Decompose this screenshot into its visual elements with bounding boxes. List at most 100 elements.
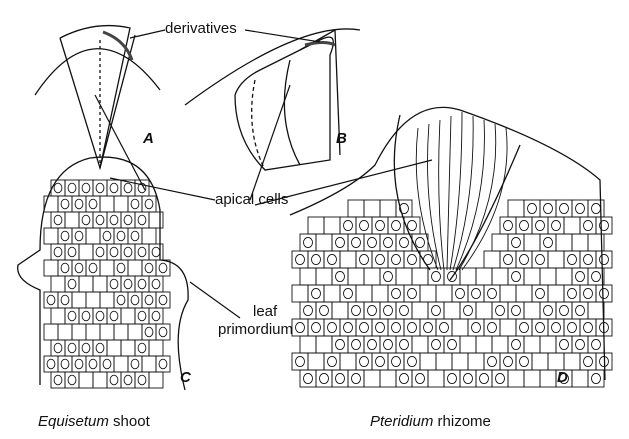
cell: [92, 179, 108, 197]
cell: [435, 352, 453, 371]
cell: [127, 355, 143, 373]
cell: [148, 243, 164, 261]
cell: [395, 233, 413, 252]
cell-nucleus: [116, 262, 126, 274]
cell-nucleus: [109, 182, 119, 194]
cell-nucleus: [599, 287, 609, 300]
cell: [347, 369, 365, 388]
cell: [371, 250, 389, 269]
cell-nucleus: [519, 253, 529, 266]
cell: [106, 339, 122, 357]
cell-nucleus: [116, 294, 126, 306]
cell: [307, 318, 325, 337]
cell: [387, 352, 405, 371]
cell: [579, 352, 597, 371]
cell-nucleus: [335, 270, 345, 283]
cell: [331, 267, 349, 286]
cell: [347, 233, 365, 252]
cell: [127, 195, 143, 213]
cell: [491, 369, 509, 388]
cell-nucleus: [151, 246, 161, 258]
cell-nucleus: [60, 198, 70, 210]
cell: [499, 284, 517, 303]
cell-nucleus: [95, 246, 105, 258]
cell-nucleus: [535, 253, 545, 266]
cell-nucleus: [295, 355, 305, 368]
cell: [64, 339, 80, 357]
cell-nucleus: [67, 374, 77, 386]
cell-nucleus: [423, 321, 433, 334]
cell-nucleus: [567, 321, 577, 334]
cell-nucleus: [559, 202, 569, 215]
cell-nucleus: [535, 287, 545, 300]
cell: [547, 352, 565, 371]
cell: [555, 233, 573, 252]
cell: [78, 339, 94, 357]
cell: [127, 227, 143, 245]
cell-nucleus: [591, 338, 601, 351]
cell-nucleus: [367, 304, 377, 317]
cell: [127, 259, 143, 277]
cell: [379, 267, 397, 286]
cell: [491, 301, 509, 320]
cell: [291, 352, 309, 371]
cell: [451, 284, 469, 303]
cell-nucleus: [511, 304, 521, 317]
cell: [539, 199, 557, 218]
cell: [347, 335, 365, 354]
cell: [106, 243, 122, 261]
cell-nucleus: [431, 304, 441, 317]
cell: [43, 323, 59, 341]
cell-nucleus: [60, 358, 70, 370]
cell: [339, 352, 357, 371]
cell: [515, 318, 533, 337]
cell-nucleus: [123, 246, 133, 258]
cell: [483, 352, 501, 371]
cell: [467, 352, 485, 371]
cell-nucleus: [455, 287, 465, 300]
cell: [331, 301, 349, 320]
cell-nucleus: [447, 338, 457, 351]
cell: [363, 301, 381, 320]
cell-nucleus: [359, 253, 369, 266]
cell-nucleus: [431, 270, 441, 283]
cell-nucleus: [599, 219, 609, 232]
cell-nucleus: [81, 214, 91, 226]
cell: [57, 227, 73, 245]
cell: [475, 267, 493, 286]
cell-nucleus: [487, 355, 497, 368]
cell-nucleus: [60, 230, 70, 242]
cell-nucleus: [137, 246, 147, 258]
cell-nucleus: [123, 374, 133, 386]
cell: [459, 301, 477, 320]
cell: [547, 250, 565, 269]
cell-nucleus: [95, 182, 105, 194]
cell: [379, 199, 397, 218]
cell-nucleus: [463, 372, 473, 385]
cell: [323, 318, 341, 337]
cell: [523, 267, 541, 286]
cell-nucleus: [511, 236, 521, 249]
cell-nucleus: [109, 278, 119, 290]
cell-nucleus: [158, 358, 168, 370]
cell-nucleus: [53, 374, 63, 386]
cell-nucleus: [591, 270, 601, 283]
cell-nucleus: [53, 246, 63, 258]
cell-nucleus: [144, 262, 154, 274]
cell: [120, 371, 136, 389]
cell-nucleus: [527, 202, 537, 215]
cell: [507, 335, 525, 354]
cell: [127, 291, 143, 309]
cell-nucleus: [599, 355, 609, 368]
cell-nucleus: [151, 310, 161, 322]
cell-nucleus: [109, 214, 119, 226]
cell: [99, 323, 115, 341]
cell: [531, 216, 549, 235]
cell: [491, 233, 509, 252]
cell: [315, 233, 333, 252]
label-primordium: primordium: [218, 321, 294, 338]
cell: [427, 369, 445, 388]
cell-nucleus: [81, 182, 91, 194]
cell: [363, 335, 381, 354]
